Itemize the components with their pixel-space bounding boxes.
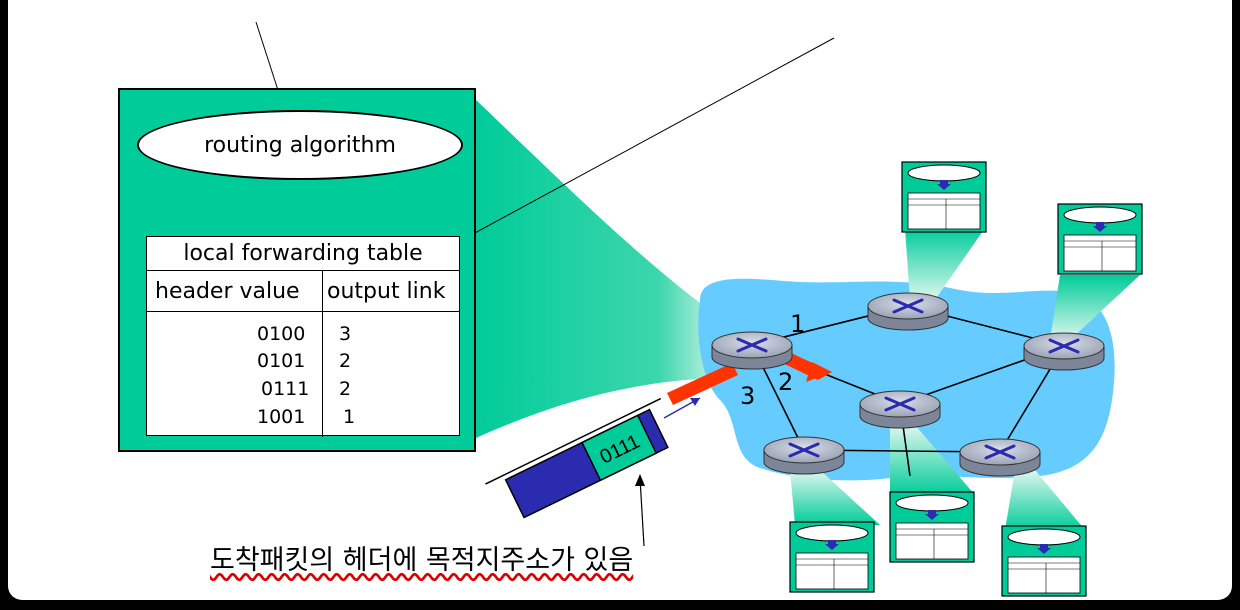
table-row-link: 3 xyxy=(339,323,352,345)
table-row-header: 0111 xyxy=(261,378,310,400)
forwarding-table-title: local forwarding table xyxy=(147,237,459,271)
router-icon xyxy=(763,436,845,475)
arrowhead-icon xyxy=(635,474,645,486)
forwarding-table: local forwarding table header value outp… xyxy=(146,236,460,437)
pointer-line xyxy=(461,37,835,241)
table-row-link: 1 xyxy=(343,406,356,428)
annotation-arrow-line xyxy=(639,477,645,547)
table-row-header: 0101 xyxy=(257,350,306,372)
port-label-3: 3 xyxy=(740,382,756,410)
arrowhead-icon xyxy=(690,398,700,406)
mini-forwarding-table xyxy=(789,521,875,593)
table-row-header: 1001 xyxy=(257,406,306,428)
router-icon xyxy=(959,438,1041,477)
column-divider xyxy=(322,271,323,437)
header-divider xyxy=(147,311,459,312)
small-fan xyxy=(890,425,975,495)
router-icon xyxy=(859,390,941,429)
table-row-link: 2 xyxy=(339,350,352,372)
port-label-1: 1 xyxy=(790,310,806,338)
packet-graphic: 0111 xyxy=(485,397,669,519)
routing-algorithm-label: routing algorithm xyxy=(204,132,396,158)
annotation-text: 도착패킷의 헤더에 목적지주소가 있음 xyxy=(210,545,634,576)
router-icon xyxy=(1023,332,1105,371)
mini-forwarding-table xyxy=(901,161,987,233)
routing-algorithm-ellipse: routing algorithm xyxy=(137,110,463,180)
mini-forwarding-table xyxy=(889,491,975,563)
small-fan xyxy=(905,228,985,300)
router-icon xyxy=(711,331,793,370)
small-fan xyxy=(1050,275,1140,340)
small-fan xyxy=(790,470,880,525)
output-link-column-title: output link xyxy=(327,278,446,304)
header-value-column-title: header value xyxy=(155,278,300,304)
network-cloud xyxy=(698,278,1115,481)
table-row-header: 0100 xyxy=(257,323,306,345)
zoom-fan xyxy=(476,100,720,438)
table-row-link: 2 xyxy=(339,378,352,400)
mini-forwarding-table xyxy=(1001,525,1087,597)
router-icon xyxy=(867,292,949,331)
mini-forwarding-table xyxy=(1057,203,1143,275)
port-label-2: 2 xyxy=(778,368,794,396)
small-fan xyxy=(1005,470,1085,530)
